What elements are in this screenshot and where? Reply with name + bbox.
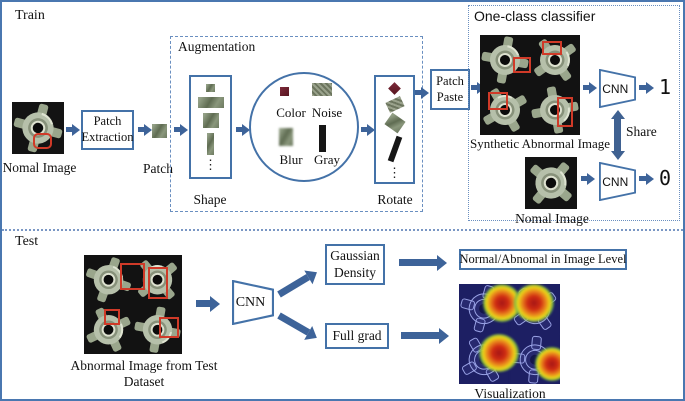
gaussian-density-label: Gaussian Density xyxy=(330,247,380,280)
full-grad-label: Full grad xyxy=(332,327,382,343)
rotate-patch xyxy=(383,112,406,134)
train-section-label: Train xyxy=(15,8,45,23)
defect-annotation-box xyxy=(557,97,573,127)
share-double-arrow-icon xyxy=(614,119,621,151)
normal-image-caption: Nomal Image xyxy=(2,160,77,175)
shape-patch xyxy=(206,84,215,92)
anomaly-hotspot xyxy=(479,334,519,372)
augmentation-label: Augmentation xyxy=(178,39,256,54)
defect-annotation-box xyxy=(542,41,562,55)
patch-paste-label: Patch Paste xyxy=(436,73,464,104)
gray-patch xyxy=(319,125,326,152)
rotate-box: ⋮ xyxy=(374,75,415,184)
test-section-label: Test xyxy=(15,234,39,249)
defect-annotation-box xyxy=(488,92,508,110)
one-class-classifier-box xyxy=(468,5,680,221)
defect-annotation-box xyxy=(120,263,145,290)
visualization-caption: Visualization xyxy=(474,386,546,401)
abnormal-test-image xyxy=(84,255,182,354)
classifier-normal-caption: Nomal Image xyxy=(515,211,589,226)
arrow-right-icon xyxy=(66,127,72,132)
cnn-label: CNN xyxy=(602,81,629,96)
cnn-label: CNN xyxy=(235,294,266,310)
arrow-right-icon xyxy=(471,85,477,90)
full-grad-box: Full grad xyxy=(325,323,389,349)
patch-caption: Patch xyxy=(143,161,173,176)
image-level-result-box: Normal/Abnomal in Image Level xyxy=(459,249,627,270)
defect-annotation-box xyxy=(148,267,168,299)
classifier-normal-image xyxy=(525,157,577,209)
blur-patch xyxy=(279,128,293,146)
defect-annotation-box xyxy=(33,133,52,149)
abnormal-test-caption: Abnormal Image from Test Dataset xyxy=(70,358,218,389)
classifier-label: One-class classifier xyxy=(474,8,596,24)
anomaly-hotspot xyxy=(514,284,554,322)
patch-image xyxy=(152,124,167,138)
cnn-label: CNN xyxy=(602,174,629,189)
augmentation-circle xyxy=(249,72,359,182)
defect-annotation-box xyxy=(104,309,120,325)
arrow-right-icon xyxy=(401,332,439,339)
normal-image xyxy=(12,102,64,154)
tee-nut-image xyxy=(84,304,133,354)
augmentation-box xyxy=(170,36,423,212)
arrow-right-icon xyxy=(399,259,437,266)
tee-nut-image xyxy=(525,157,577,209)
ellipsis-icon: ⋮ xyxy=(204,157,217,172)
blur-label: Blur xyxy=(279,152,303,167)
cnn-trapezoid: CNN xyxy=(232,280,274,325)
shape-patch xyxy=(207,133,214,155)
shape-caption: Shape xyxy=(193,192,227,207)
arrow-right-icon xyxy=(639,176,646,181)
train-test-divider xyxy=(2,229,683,231)
share-label: Share xyxy=(626,124,657,139)
patch-extraction-label: Patch Extraction xyxy=(81,114,134,144)
color-patch xyxy=(280,87,289,96)
diagonal-arrow-icon xyxy=(277,312,311,336)
arrow-right-icon xyxy=(196,300,210,307)
synthetic-abnormal-image xyxy=(480,35,580,135)
defect-annotation-box xyxy=(159,317,179,338)
arrow-right-icon xyxy=(138,127,144,132)
tee-nut-image xyxy=(480,35,530,85)
abnormal-output-value: 1 xyxy=(659,75,672,99)
arrow-right-icon xyxy=(174,127,180,132)
noise-label: Noise xyxy=(311,105,343,120)
shape-patch xyxy=(197,97,224,108)
anomaly-hotspot xyxy=(535,347,560,381)
arrow-right-icon xyxy=(581,176,587,181)
patch-extraction-box: Patch Extraction xyxy=(81,110,134,150)
gray-label: Gray xyxy=(314,152,340,167)
patch-paste-box: Patch Paste xyxy=(430,69,470,110)
rotate-patch xyxy=(384,96,405,113)
cnn-trapezoid: CNN xyxy=(599,69,636,108)
shape-patch xyxy=(202,113,219,128)
tee-nut-image xyxy=(530,35,580,85)
normal-output-value: 0 xyxy=(659,166,672,190)
visualization-heatmap xyxy=(459,284,560,384)
cnn-trapezoid: CNN xyxy=(599,162,636,201)
diagonal-arrow-icon xyxy=(277,273,310,298)
arrow-right-icon xyxy=(236,127,242,132)
color-label: Color xyxy=(276,105,306,120)
shape-box: ⋮ xyxy=(189,75,232,179)
tee-nut-image xyxy=(133,304,182,354)
arrow-right-icon xyxy=(583,85,589,90)
rotate-patch xyxy=(388,82,401,95)
gaussian-density-box: Gaussian Density xyxy=(325,244,385,285)
ellipsis-icon: ⋮ xyxy=(388,165,401,180)
rotate-patch xyxy=(387,135,402,163)
noise-patch xyxy=(312,83,332,96)
arrow-right-icon xyxy=(639,85,646,90)
defect-annotation-box xyxy=(513,57,531,73)
image-level-result-label: Normal/Abnomal in Image Level xyxy=(459,251,627,266)
rotate-caption: Rotate xyxy=(377,192,413,207)
arrow-right-icon xyxy=(415,90,421,95)
synthetic-image-caption: Synthetic Abnormal Image xyxy=(470,136,611,151)
arrow-right-icon xyxy=(361,127,367,132)
